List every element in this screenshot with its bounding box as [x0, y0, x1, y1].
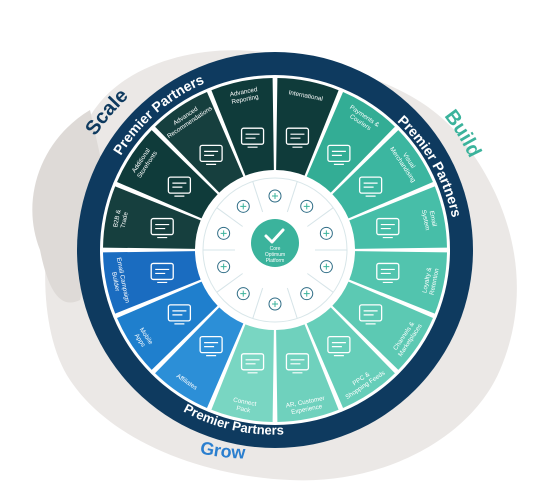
- thumbs-up-icon: [217, 226, 231, 240]
- segment-additional-storefronts: [117, 130, 218, 219]
- hub-spoke: [307, 273, 334, 293]
- segment-group: [103, 78, 447, 422]
- hub-spoke: [286, 181, 298, 213]
- affiliate-network-icon: [199, 335, 223, 357]
- segment-label-line: Email: [428, 210, 438, 227]
- segment-loyalty-retention: [349, 251, 447, 314]
- segment-email-campaign-builder: [103, 251, 201, 314]
- campaign-email-icon: [150, 262, 174, 284]
- core-platform-badge: [251, 219, 299, 267]
- core-label-line2: Optimum: [265, 252, 285, 258]
- segment-visual-merchandising: [332, 130, 433, 219]
- hub-spokes: [203, 181, 347, 319]
- segment-b2b-trade: [103, 186, 201, 249]
- ppc-icon: [327, 335, 351, 357]
- segment-ar-customer-experience: [276, 324, 339, 422]
- loyalty-card-icon: [376, 262, 400, 284]
- segment-international: [276, 78, 339, 176]
- segment-affiliates: [155, 307, 244, 408]
- globe-payment-icon: [327, 144, 351, 165]
- segment-label-line: Trade: [120, 211, 130, 229]
- segment-label-line: Builder: [110, 271, 121, 292]
- hub-spoke: [252, 287, 264, 319]
- core-label-line1: Core: [270, 246, 281, 252]
- reporting-icon: [240, 127, 265, 148]
- puzzle-icon: [236, 287, 250, 301]
- chat-icon: [300, 199, 314, 213]
- hub-spoke: [286, 287, 298, 319]
- cart-icon: [268, 297, 282, 311]
- segment-mobile-apps: [117, 281, 218, 370]
- checklist-icon: [240, 353, 265, 374]
- inner-icon-ring: [217, 189, 333, 311]
- segment-payments-couriers: [306, 92, 395, 193]
- segment-email-system: [349, 186, 447, 249]
- handshake-icon: [217, 260, 231, 274]
- hub-spoke: [216, 273, 243, 293]
- mobile-app-icon: [167, 304, 192, 325]
- hub-spoke: [252, 181, 264, 213]
- search-user-icon: [300, 287, 314, 301]
- email-icon: [376, 217, 400, 239]
- tag-icon: [268, 189, 282, 203]
- segment-advanced-recommendations: [155, 92, 244, 193]
- search-chart-icon: [236, 199, 250, 213]
- segment-label-line: Pack: [236, 405, 252, 415]
- segment-label-line: System: [420, 209, 431, 231]
- marketplace-icon: [358, 304, 383, 325]
- briefcase-icon: [319, 260, 333, 274]
- hub-spoke: [307, 207, 334, 227]
- hub-spoke: [216, 207, 243, 227]
- core-label-line3: Platform: [266, 258, 285, 264]
- core-check-icon: [264, 228, 285, 244]
- segment-advanced-reporting: [211, 78, 274, 176]
- storefronts-icon: [167, 176, 192, 197]
- segment-ppc-shopping-feeds: [306, 307, 395, 408]
- workflow-icon: [319, 226, 333, 240]
- shop-display-icon: [358, 176, 383, 197]
- segment-channels-marketplaces: [332, 281, 433, 370]
- recommendations-icon: [199, 144, 223, 165]
- segment-label-group: B2B &Trade: [112, 208, 130, 229]
- b2b-trade-icon: [150, 217, 174, 239]
- ar-cubes-icon: [285, 353, 310, 374]
- segment-label-line: Connect: [233, 397, 258, 408]
- segment-connect-pack: [211, 324, 274, 422]
- storefront-icon: [285, 127, 310, 148]
- segment-label-line: B2B &: [112, 208, 123, 228]
